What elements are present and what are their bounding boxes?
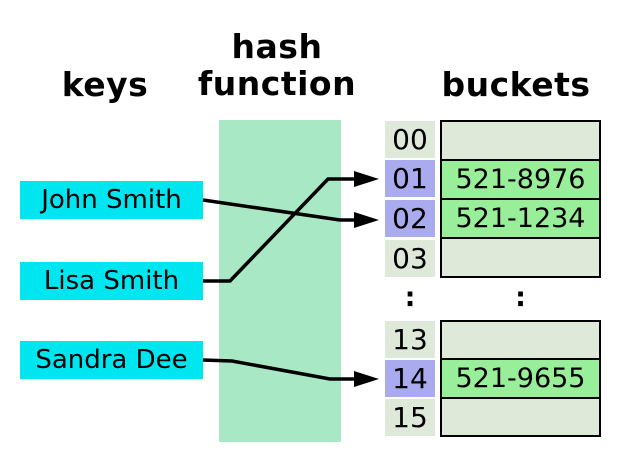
ellipsis-index-column: :: [404, 282, 416, 313]
buckets-heading: buckets: [441, 65, 591, 104]
bucket-value-01: 521-8976: [442, 159, 599, 198]
hash-function-heading-line1: hash: [231, 27, 323, 66]
keys-heading: keys: [61, 65, 149, 104]
bucket-index-01: 01: [385, 160, 435, 197]
key-john-smith: John Smith: [20, 181, 203, 219]
bucket-value-13: [442, 322, 599, 359]
bucket-table-bottom: 521-9655: [440, 320, 601, 437]
bucket-value-14: 521-9655: [442, 358, 599, 397]
bucket-index-13: 13: [385, 321, 435, 358]
bucket-value-00: [442, 122, 599, 159]
bucket-index-14: 14: [385, 360, 435, 397]
bucket-index-02: 02: [385, 200, 435, 237]
bucket-index-03: 03: [385, 240, 435, 277]
key-sandra-dee: Sandra Dee: [20, 341, 203, 379]
bucket-index-00: 00: [385, 121, 435, 158]
bucket-value-02: 521-1234: [442, 198, 599, 237]
arrowhead-14-icon: [354, 371, 379, 387]
bucket-index-15: 15: [385, 399, 435, 436]
bucket-value-15: [442, 396, 599, 435]
bucket-value-03: [442, 237, 599, 276]
arrowhead-01-icon: [354, 171, 379, 187]
arrowhead-02-icon: [354, 212, 379, 228]
hash-function-heading: hash function: [192, 28, 362, 102]
hash-function-box: [219, 120, 341, 442]
key-lisa-smith: Lisa Smith: [20, 262, 203, 300]
bucket-table-top: 521-8976 521-1234: [440, 120, 601, 278]
hash-function-heading-line2: function: [197, 64, 357, 103]
ellipsis-bucket-column: :: [515, 282, 526, 313]
